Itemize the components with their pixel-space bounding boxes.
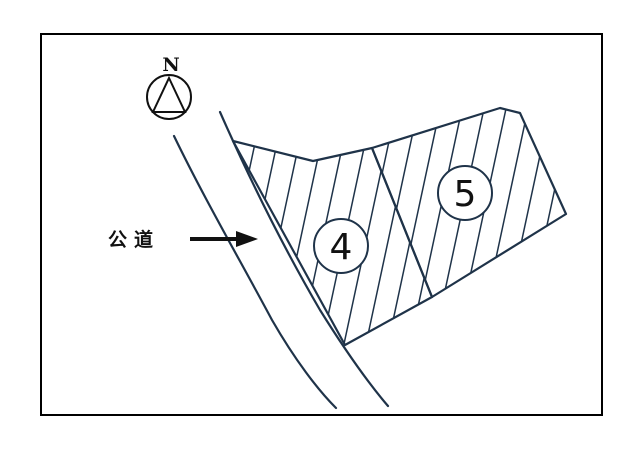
lot-5-marker: 5 [437,165,493,221]
compass-north-icon: N [146,54,192,120]
map-frame [40,33,603,416]
public-road [172,110,390,410]
lot-5-hatching [372,108,566,297]
lot-4-marker: 4 [313,218,369,274]
lot-4-number: 4 [330,227,353,268]
north-label: N [162,54,179,76]
lot-5-boundary [370,106,568,299]
lot-5-number: 5 [454,174,477,215]
road-edge-west [172,134,338,410]
public-road-label: 公道 [108,229,161,251]
road-edge-east [218,110,390,408]
arrow-right-icon [190,231,258,247]
